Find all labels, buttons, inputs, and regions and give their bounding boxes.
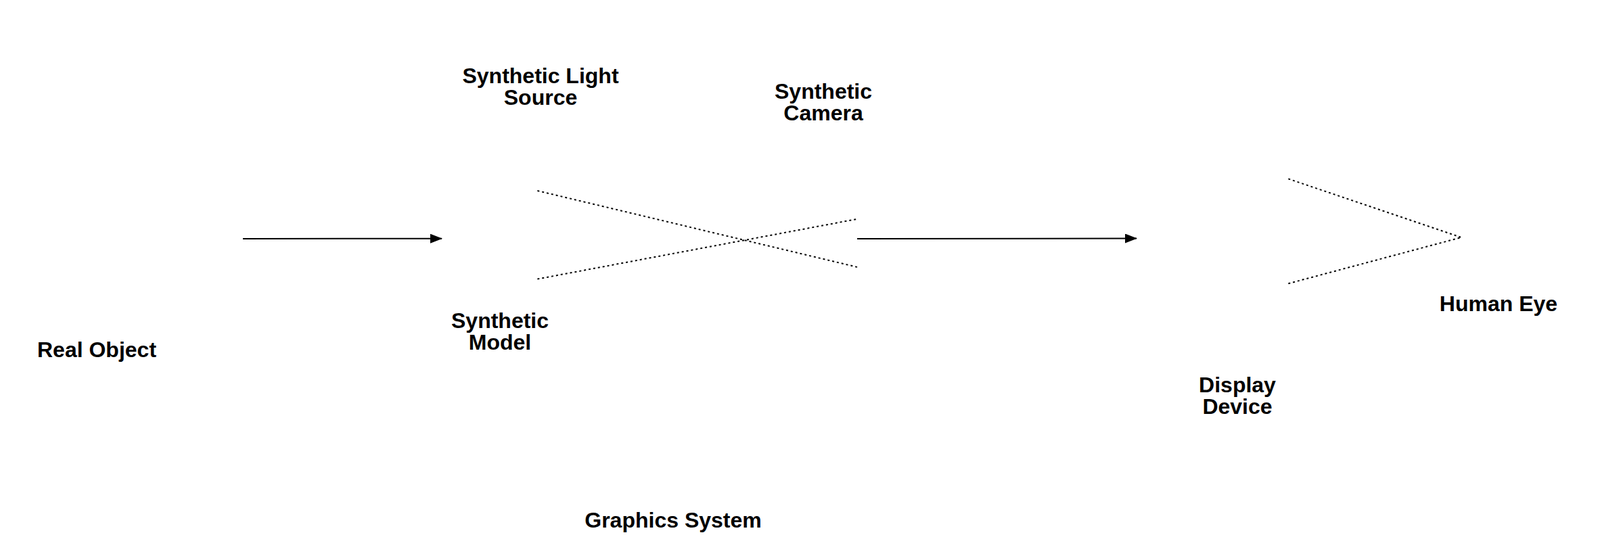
house-face [1253,190,1276,253]
house-figure [10,129,243,300]
node-outline [751,209,858,281]
eyeball [1461,209,1519,266]
house-face [441,190,536,224]
system-panel [397,8,1011,468]
synthetic-model: Synthetic Model [441,190,551,283]
projection-line [1288,178,1462,284]
node-label: Synthetic Model [451,309,549,354]
synthetic-camera: Synthetic Camera [751,209,858,281]
flow-arrow [242,238,442,240]
node-outline [1461,209,1519,266]
house-face [1196,213,1254,253]
house-face [1196,190,1265,214]
camera-body [751,209,858,281]
node-label: Synthetic Camera [774,80,873,124]
house-face [520,190,551,283]
house-face [179,129,243,300]
monitor-screen [1166,178,1289,284]
house-edge [177,190,182,300]
node-outline [441,190,551,283]
tripod-leg [813,283,843,406]
node-label: Human Eye [1439,292,1558,315]
house-image [1196,190,1275,253]
projection-line [537,190,858,280]
flow-arrow [857,238,1137,240]
component-label: Synthetic Light Source [459,64,622,109]
display-device: Display Device [1136,148,1318,329]
house-face [10,129,212,191]
house-face [10,190,180,300]
eye-lens [1461,224,1473,251]
monitor-frame [1136,148,1318,329]
node-label: Real Object [37,338,157,361]
node-outline [1136,148,1318,329]
tripod-leg [813,283,874,406]
house-face [441,223,521,283]
real-object: Real Object [10,129,243,300]
node-outline [10,129,243,300]
node-label: Display Device [1198,374,1276,418]
house-figure [441,190,551,283]
node-label: Graphics System [584,509,762,532]
human-eye: Human Eye [1461,209,1519,266]
tripod-leg [766,283,814,406]
